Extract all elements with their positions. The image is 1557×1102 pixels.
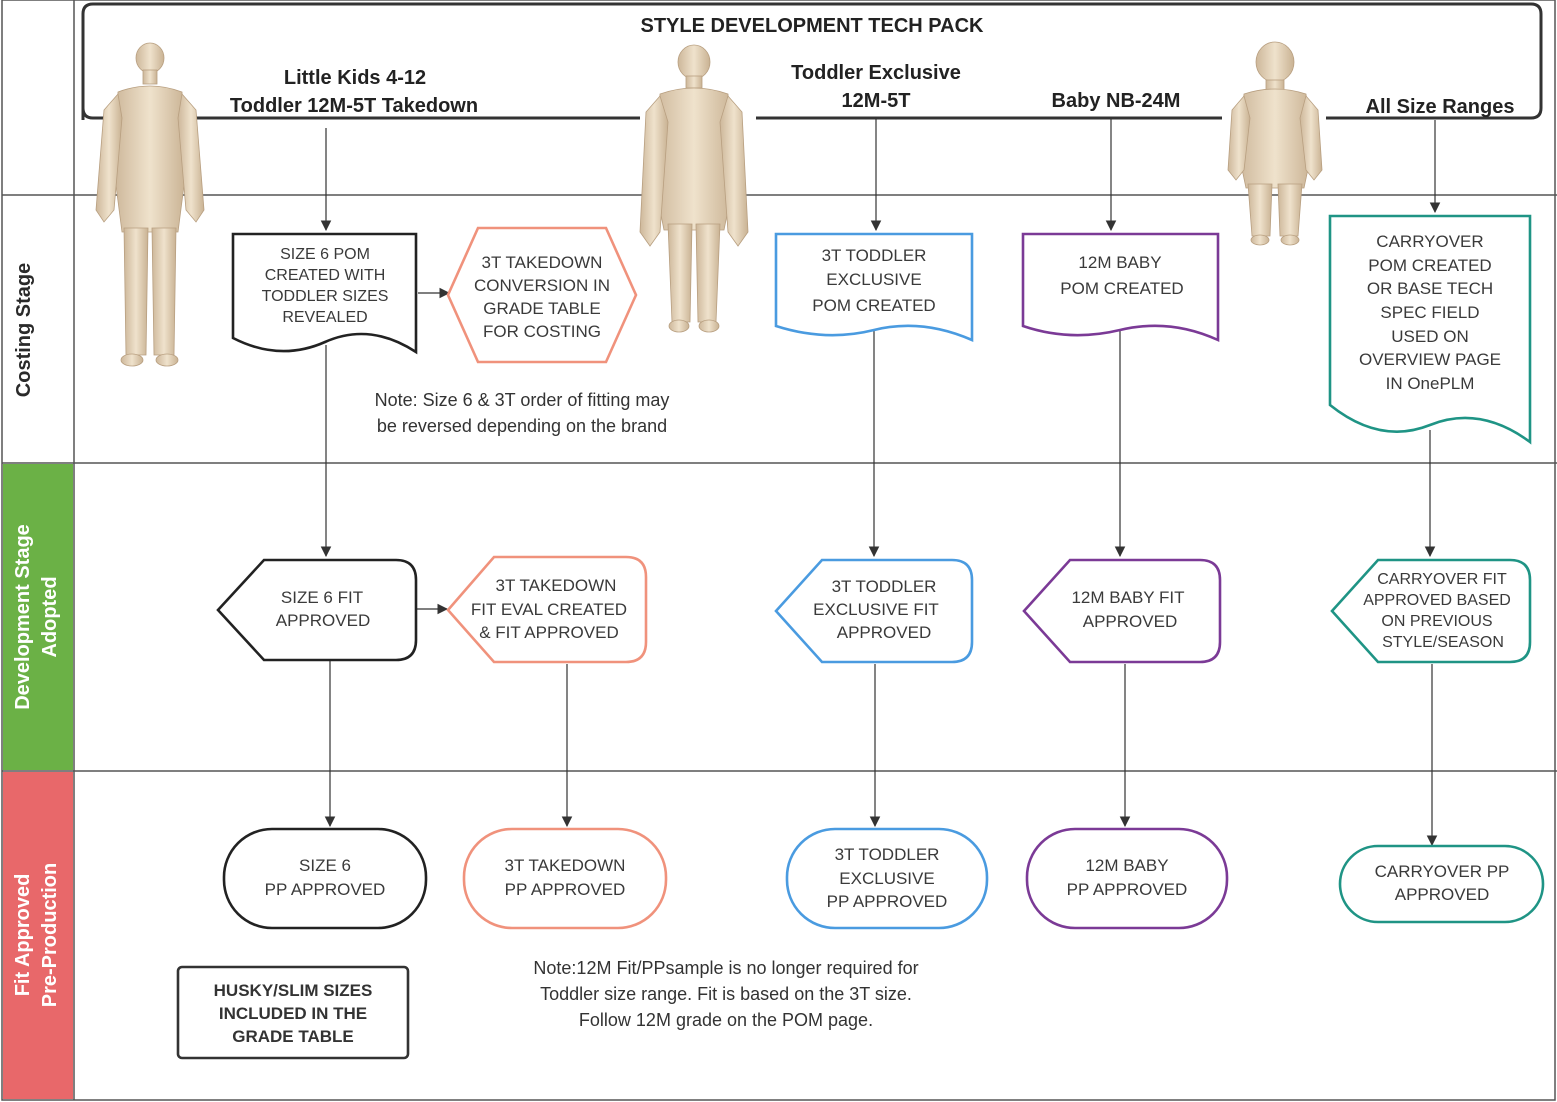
connectors: [320, 118, 1441, 847]
shape-label-text: 3T TODDLER: [822, 246, 927, 265]
shape-label-text: Note:12M Fit/PPsample is no longer requi…: [533, 958, 918, 978]
col-header-all-sizes: All Size Ranges: [1366, 96, 1515, 118]
carryover-pp-terminator: CARRYOVER PP APPROVED: [1338, 844, 1545, 924]
baby-mannequin-icon: [1227, 41, 1323, 246]
header-bracket: [81, 2, 1543, 120]
shape-label-text: Adopted: [39, 576, 61, 657]
shape-label-text: CARRYOVER FIT: [1377, 571, 1507, 588]
shape-label-text: Fit Approved: [12, 874, 34, 997]
toddler-pom-document: 3T TODDLER EXCLUSIVE POM CREATED: [774, 232, 974, 342]
shape-label-text: ON PREVIOUS: [1381, 613, 1492, 630]
shape-label-text: GRADE TABLE: [232, 1027, 354, 1046]
shape-label-text: IN OnePLM: [1386, 374, 1475, 393]
carryover-fit-display: CARRYOVER FIT APPROVED BASED ON PREVIOUS…: [1330, 558, 1532, 664]
shape-label-text: POM CREATED: [1368, 256, 1491, 275]
shape-label-text: Toddler size range. Fit is based on the …: [540, 984, 912, 1004]
shape-label-text: STYLE/SEASON: [1382, 634, 1504, 651]
baby-fit-display: 12M BABY FIT APPROVED: [1022, 558, 1222, 664]
shape-label-text: CARRYOVER PP: [1375, 862, 1510, 881]
shape-label-text: TODDLER SIZES: [262, 288, 389, 305]
shape-label-text: APPROVED BASED: [1363, 592, 1511, 609]
shape-label-text: 3T TODDLER: [835, 845, 940, 864]
shape-label-text: PP APPROVED: [505, 880, 626, 899]
size6-fit-display: SIZE 6 FIT APPROVED: [216, 558, 418, 662]
shape-label-text: APPROVED: [837, 623, 931, 642]
shape-label-text: 3T TODDLER: [832, 577, 937, 596]
shape-label-text: Pre-Production: [39, 863, 61, 1007]
shape-label-text: 12M BABY: [1078, 253, 1161, 272]
col-header-baby: Baby NB-24M: [1052, 90, 1181, 112]
stage-label-development: Development Stage Adopted: [3, 464, 73, 770]
shape-label-text: Development Stage: [12, 524, 34, 710]
costing-note: Note: Size 6 & 3T order of fitting may b…: [375, 390, 670, 436]
baby-pom-document: 12M BABY POM CREATED: [1021, 232, 1220, 343]
shape-label-text: GRADE TABLE: [483, 299, 600, 318]
baby-pp-terminator: 12M BABY PP APPROVED: [1025, 827, 1229, 930]
stage-label-fit: Fit Approved Pre-Production: [3, 772, 73, 1099]
shape-label-text: Costing Stage: [13, 263, 35, 397]
shape-label-text: HUSKY/SLIM SIZES: [214, 981, 373, 1000]
shape-label-text: Follow 12M grade on the POM page.: [579, 1010, 873, 1030]
shape-label-text: 12M BABY FIT: [1071, 588, 1184, 607]
shape-label-text: PP APPROVED: [827, 892, 948, 911]
toddler-mannequin-icon: [639, 44, 749, 333]
page-title: STYLE DEVELOPMENT TECH PACK: [641, 15, 985, 37]
shape-label-text: 3T TAKEDOWN: [496, 576, 617, 595]
shape-label-text: EXCLUSIVE: [839, 869, 934, 888]
shape-label-text: be reversed depending on the brand: [377, 416, 667, 436]
col-header-toddler-2: 12M-5T: [842, 90, 911, 112]
shape-label-text: POM CREATED: [812, 296, 935, 315]
takedown-fit-display: 3T TAKEDOWN FIT EVAL CREATED & FIT APPRO…: [446, 555, 648, 664]
stage-label-costing: Costing Stage: [13, 263, 35, 397]
shape-label-text: SIZE 6: [299, 856, 351, 875]
fit-note: Note:12M Fit/PPsample is no longer requi…: [533, 958, 918, 1030]
col-header-little-kids-1: Little Kids 4-12: [284, 67, 426, 89]
col-header-little-kids-2: Toddler 12M-5T Takedown: [230, 95, 478, 117]
shape-label-text: APPROVED: [1395, 885, 1489, 904]
shape-label-text: EXCLUSIVE: [826, 270, 921, 289]
shape-label-text: INCLUDED IN THE: [219, 1004, 367, 1023]
shape-label-text: USED ON: [1391, 327, 1468, 346]
shape-label-text: POM CREATED: [1060, 279, 1183, 298]
shape-label-text: APPROVED: [276, 611, 370, 630]
shape-label-text: CREATED WITH: [265, 267, 386, 284]
shape-label-text: Note: Size 6 & 3T order of fitting may: [375, 390, 670, 410]
child-mannequin-icon: [95, 42, 205, 367]
shape-label-text: FIT EVAL CREATED: [471, 600, 627, 619]
size6-pom-document: SIZE 6 POM CREATED WITH TODDLER SIZES RE…: [231, 232, 418, 355]
shape-label-text: & FIT APPROVED: [479, 623, 619, 642]
shape-label-text: 3T TAKEDOWN: [482, 253, 603, 272]
husky-slim-box: HUSKY/SLIM SIZES INCLUDED IN THE GRADE T…: [176, 965, 410, 1060]
shape-label-text: EXCLUSIVE FIT: [813, 600, 939, 619]
shape-label-text: SIZE 6 POM: [280, 246, 370, 263]
carryover-pom-document: CARRYOVER POM CREATED OR BASE TECH SPEC …: [1328, 214, 1532, 445]
shape-label-text: SIZE 6 FIT: [281, 588, 363, 607]
shape-label-text: 3T TAKEDOWN: [505, 856, 626, 875]
shape-label-text: PP APPROVED: [1067, 880, 1188, 899]
fit-stage-bg: [3, 772, 73, 1099]
col-header-toddler-1: Toddler Exclusive: [791, 62, 961, 84]
takedown-conversion-hexagon: 3T TAKEDOWN CONVERSION IN GRADE TABLE FO…: [446, 226, 638, 364]
shape-label-text: OVERVIEW PAGE: [1359, 350, 1501, 369]
shape-label-text: CONVERSION IN: [474, 276, 610, 295]
shape-label-text: CARRYOVER: [1376, 232, 1483, 251]
size6-pp-terminator: SIZE 6 PP APPROVED: [222, 827, 428, 930]
shape-label-text: FOR COSTING: [483, 322, 601, 341]
takedown-pp-terminator: 3T TAKEDOWN PP APPROVED: [462, 827, 668, 930]
shape-label-text: SPEC FIELD: [1380, 303, 1479, 322]
shape-label-text: APPROVED: [1083, 612, 1177, 631]
shape-label-text: REVEALED: [282, 309, 367, 326]
dev-stage-bg: [3, 464, 73, 770]
toddler-fit-display: 3T TODDLER EXCLUSIVE FIT APPROVED: [774, 558, 974, 664]
shape-label-text: OR BASE TECH: [1367, 279, 1493, 298]
shape-label-text: PP APPROVED: [265, 880, 386, 899]
shape-label-text: 12M BABY: [1085, 856, 1168, 875]
toddler-pp-terminator: 3T TODDLER EXCLUSIVE PP APPROVED: [785, 827, 989, 930]
